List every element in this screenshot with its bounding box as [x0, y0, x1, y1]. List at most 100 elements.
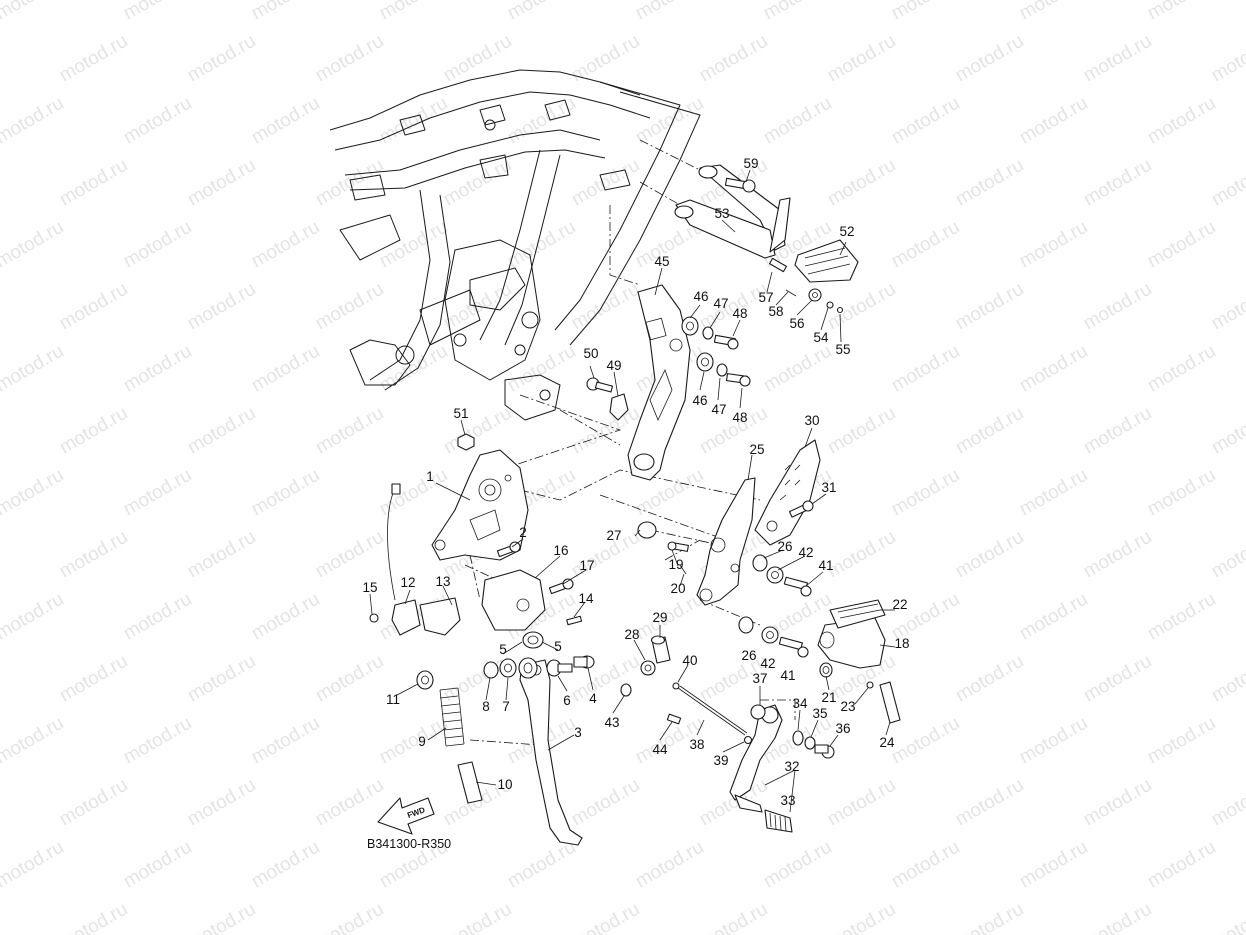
label-36: 36	[835, 721, 850, 736]
sidestand-bracket-1	[431, 449, 529, 561]
hook-11	[416, 670, 434, 690]
label-59: 59	[743, 156, 758, 171]
label-46a: 46	[693, 289, 708, 304]
collar-29	[650, 635, 671, 664]
watermark-text: motod.ru	[440, 155, 515, 211]
label-40: 40	[682, 653, 697, 668]
watermark-text: motod.ru	[0, 217, 67, 273]
bolt-44	[666, 713, 682, 725]
watermark-text: motod.ru	[0, 651, 3, 707]
watermark-text: motod.ru	[1080, 31, 1155, 87]
label-54: 54	[813, 330, 829, 345]
cable-connector	[391, 483, 401, 495]
watermark-text: motod.ru	[1144, 93, 1219, 149]
frame-assembly	[329, 69, 701, 421]
label-16: 16	[553, 543, 568, 558]
watermark-text: motod.ru	[0, 775, 3, 831]
washer-42-bottom	[761, 626, 779, 644]
bracket-49	[609, 393, 629, 421]
label-4: 4	[589, 691, 597, 706]
label-43: 43	[604, 715, 619, 730]
watermark-text: motod.ru	[632, 0, 707, 24]
watermark-text: motod.ru	[1208, 899, 1246, 935]
footrest-bracket-45	[627, 284, 691, 481]
watermark-text: motod.ru	[120, 837, 195, 893]
collar-37	[750, 704, 766, 720]
clip-40	[672, 682, 680, 690]
label-35: 35	[812, 706, 827, 721]
watermark-text: motod.ru	[1080, 899, 1155, 935]
label-20: 20	[670, 581, 685, 596]
watermark-text: motod.ru	[1208, 279, 1246, 335]
watermark-text: motod.ru	[0, 155, 3, 211]
switch-cable-15	[387, 487, 396, 601]
label-56: 56	[789, 316, 804, 331]
watermark-text: motod.ru	[56, 403, 131, 459]
watermark-text: motod.ru	[1016, 341, 1091, 397]
label-29: 29	[652, 610, 667, 625]
fwd-arrow-icon: FWD	[377, 797, 435, 835]
bolt-2	[496, 541, 521, 558]
washer-47-top	[702, 326, 714, 340]
collar-46-bottom	[696, 352, 714, 372]
watermark-text: motod.ru	[56, 651, 131, 707]
ball-55	[836, 306, 844, 314]
watermark-text: motod.ru	[248, 0, 323, 24]
label-41a: 41	[818, 558, 833, 573]
watermark-text: motod.ru	[632, 589, 707, 645]
watermark-text: motod.ru	[952, 527, 1027, 583]
watermark-text: motod.ru	[184, 899, 259, 935]
rubber-22	[829, 599, 886, 629]
watermark-text: motod.ru	[952, 31, 1027, 87]
collar-27	[637, 521, 657, 539]
spring-9	[439, 687, 465, 747]
label-18: 18	[894, 636, 909, 651]
watermark-text: motod.ru	[312, 899, 387, 935]
watermark-text: motod.ru	[696, 31, 771, 87]
label-22: 22	[892, 597, 907, 612]
watermark-text: motod.ru	[1016, 589, 1091, 645]
bolt-6	[546, 659, 573, 677]
nut-8	[483, 661, 499, 679]
label-11: 11	[386, 692, 400, 707]
sidestand-bracket-16	[481, 569, 546, 631]
watermark-text: motod.ru	[376, 217, 451, 273]
watermark-text: motod.ru	[376, 93, 451, 149]
label-39: 39	[713, 753, 728, 768]
watermark-text: motod.ru	[120, 0, 195, 24]
watermark-text: motod.ru	[0, 899, 3, 935]
watermark-text: motod.ru	[568, 899, 643, 935]
collar-46-top	[681, 316, 699, 336]
watermark-text: motod.ru	[0, 279, 3, 335]
watermark-text: motod.ru	[1144, 341, 1219, 397]
label-28: 28	[624, 627, 639, 642]
label-7: 7	[502, 699, 510, 714]
label-57: 57	[758, 290, 773, 305]
washer-34	[792, 730, 804, 746]
watermark-text: motod.ru	[120, 217, 195, 273]
pin-20	[679, 564, 687, 575]
screw-15	[369, 613, 379, 623]
footrest-18	[817, 617, 886, 669]
watermark-text: motod.ru	[248, 93, 323, 149]
label-48a: 48	[732, 306, 747, 321]
watermark-text: motod.ru	[888, 0, 963, 24]
label-37: 37	[752, 671, 767, 686]
watermark-text: motod.ru	[888, 217, 963, 273]
watermark-text: motod.ru	[1080, 155, 1155, 211]
pedal-rubber-33	[764, 809, 793, 833]
bolt-31	[788, 500, 814, 518]
label-5a: 5	[499, 642, 507, 657]
watermark-text: motod.ru	[1016, 713, 1091, 769]
label-58: 58	[768, 304, 783, 319]
label-51: 51	[453, 406, 468, 421]
watermark-text: motod.ru	[0, 465, 67, 521]
joint-28	[640, 660, 656, 676]
collar-26-top	[752, 554, 768, 572]
label-27: 27	[606, 528, 621, 543]
label-23: 23	[840, 699, 855, 714]
watermark-text: motod.ru	[1016, 217, 1091, 273]
watermark-text: motod.ru	[888, 465, 963, 521]
label-13: 13	[435, 574, 450, 589]
watermark-text: motod.ru	[184, 31, 259, 87]
